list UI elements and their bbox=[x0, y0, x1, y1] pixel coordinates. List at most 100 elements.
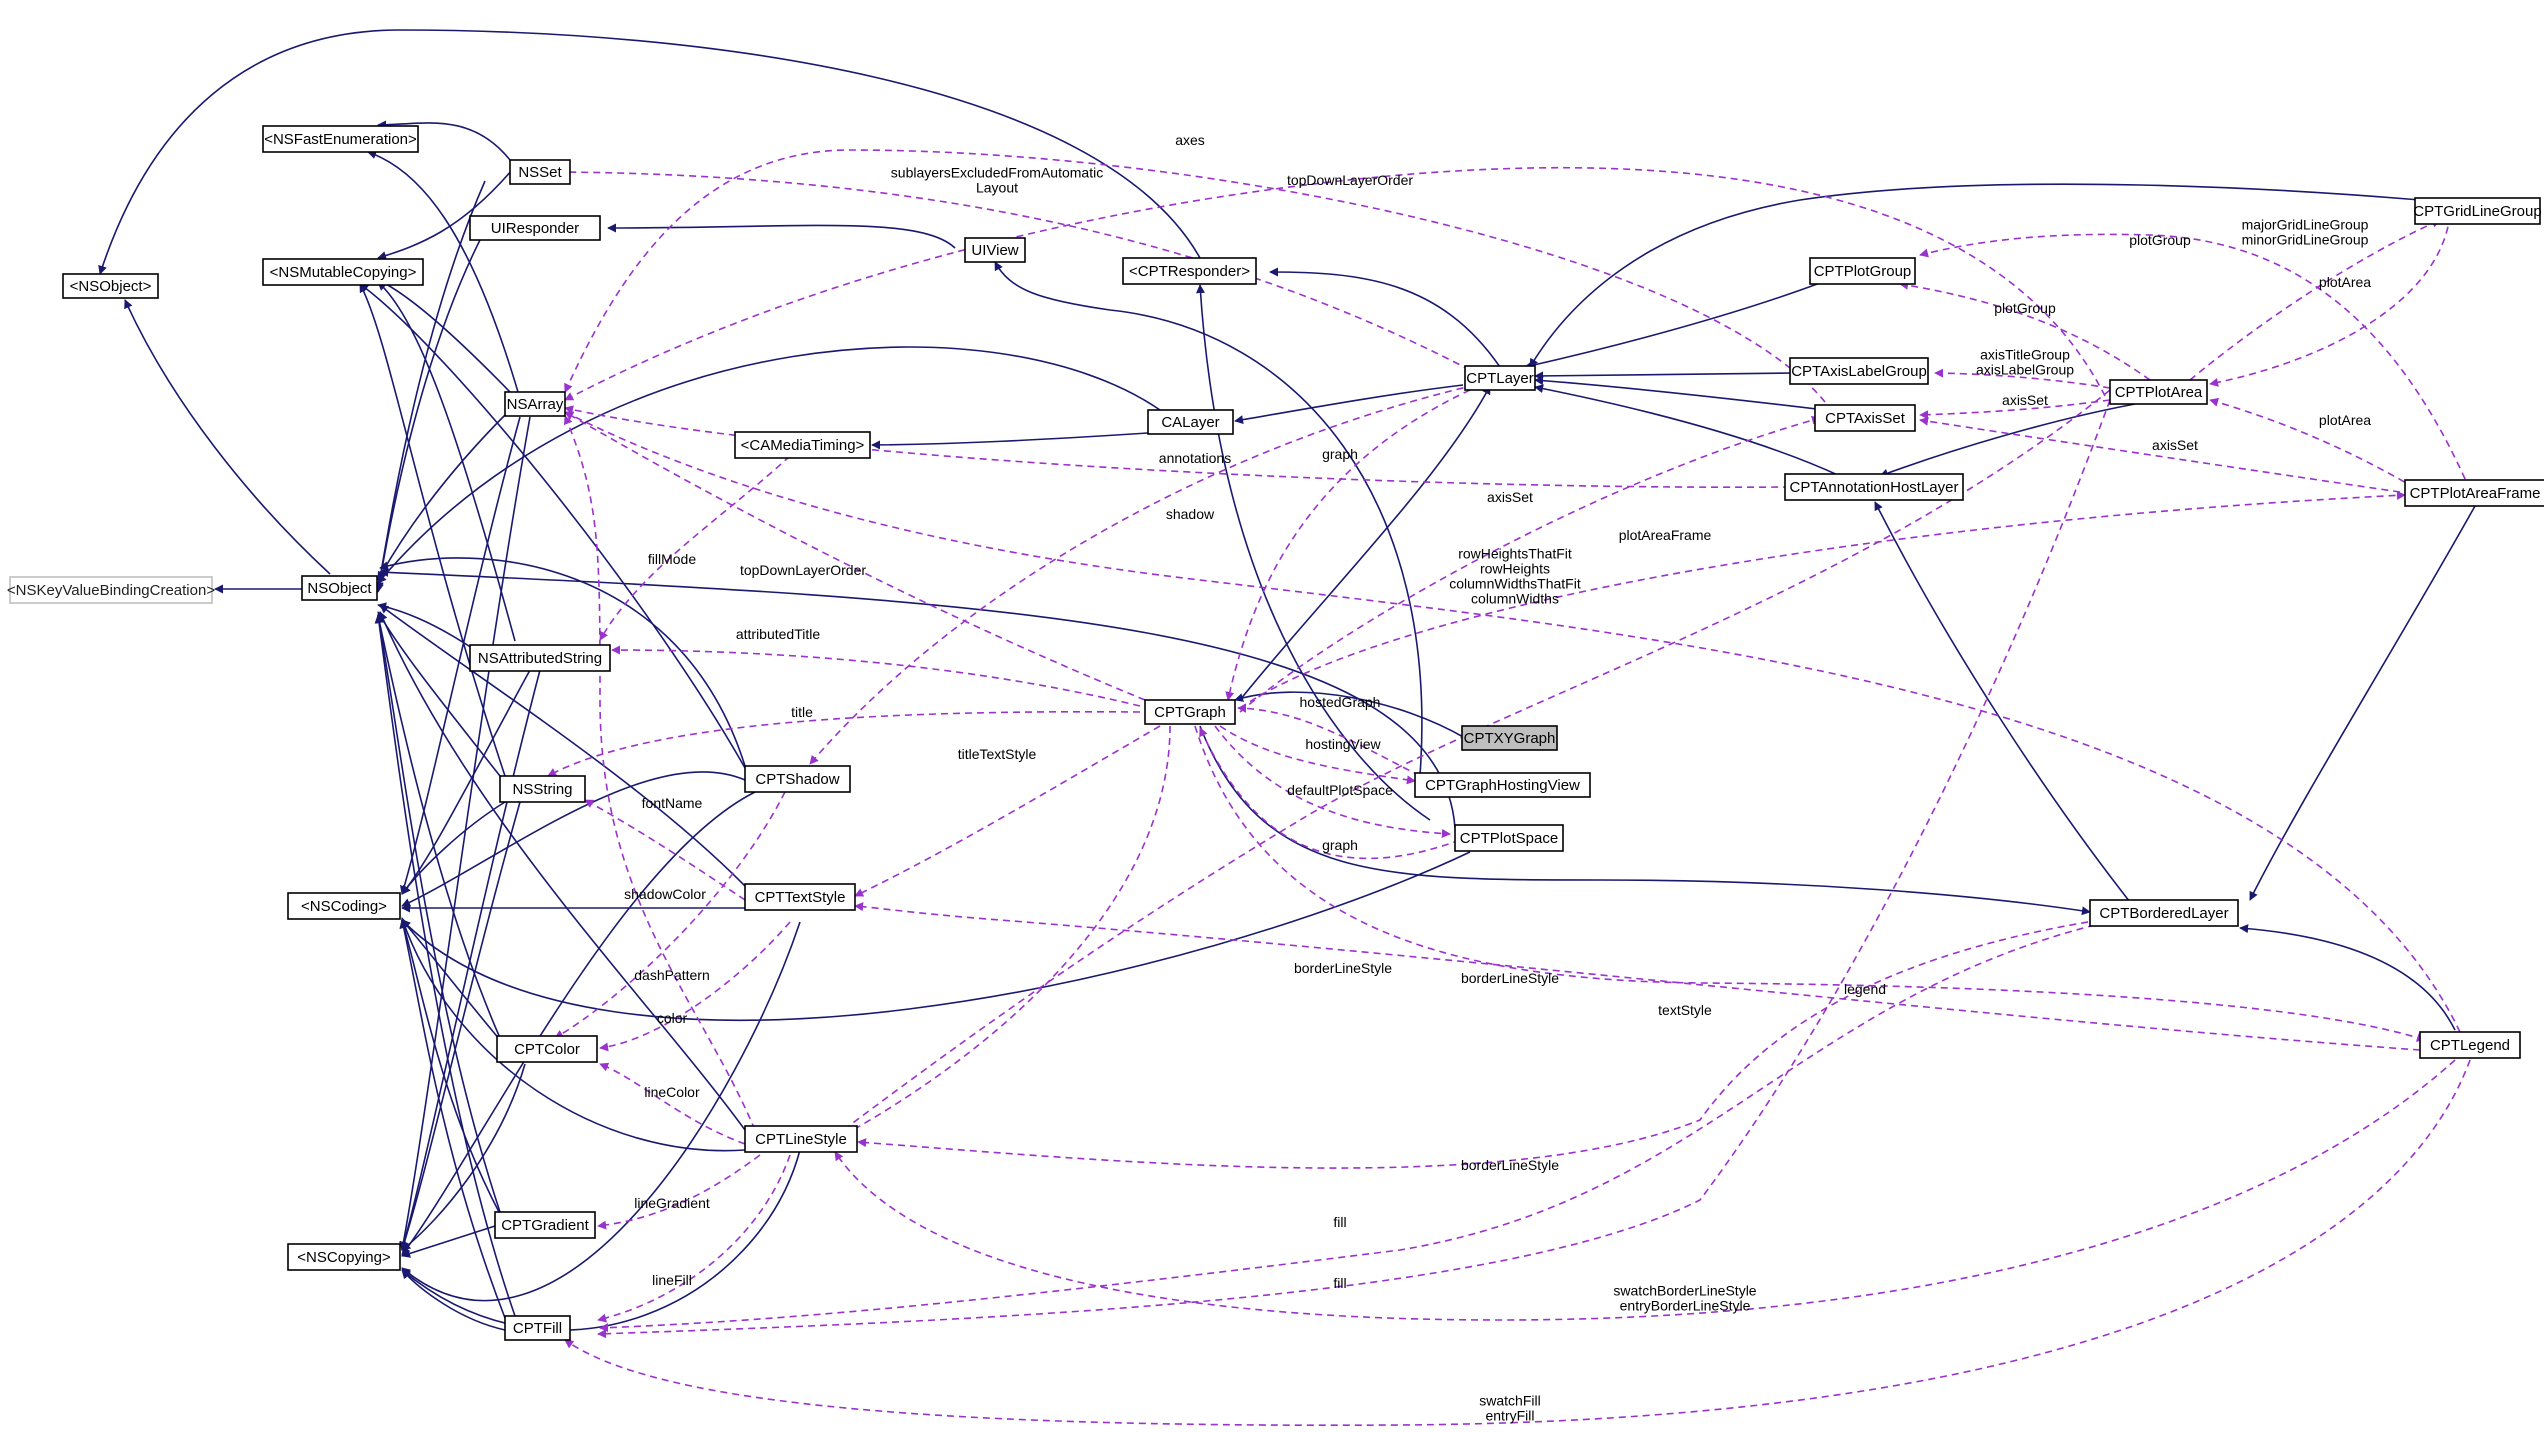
node-nscoding[interactable]: <NSCoding> bbox=[287, 892, 401, 920]
node-box bbox=[469, 644, 611, 672]
edge-label-attributedtitle: attributedTitle bbox=[736, 626, 821, 642]
node-label: CPTBorderedLayer bbox=[2099, 905, 2228, 922]
node-label: NSObject bbox=[307, 580, 372, 597]
node-cptannotationhostlayer[interactable]: CPTAnnotationHostLayer bbox=[1784, 473, 1964, 501]
edge-label-line: plotArea bbox=[2319, 274, 2371, 290]
node-label: <NSFastEnumeration> bbox=[264, 131, 417, 148]
node-label: CPTShadow bbox=[755, 771, 839, 788]
edge-label-plotgroup-1: plotGroup bbox=[2129, 232, 2191, 248]
node-label: <NSCoding> bbox=[301, 898, 387, 915]
node-nsarray[interactable]: NSArray bbox=[504, 391, 566, 417]
edge-major-minor-grid bbox=[2189, 219, 2441, 381]
edge-nsobject-to-nsobject-protocol bbox=[124, 299, 331, 575]
edge-label-shadowcolor: shadowColor bbox=[624, 886, 706, 902]
node-cptcolor[interactable]: CPTColor bbox=[496, 1035, 598, 1063]
edge-label-plotgroup-2: plotGroup bbox=[1994, 300, 2056, 316]
node-cptresponder[interactable]: <CPTResponder> bbox=[1122, 257, 1257, 285]
edge-nsset-to-nsfastenumeration bbox=[377, 120, 511, 161]
node-cptshadow[interactable]: CPTShadow bbox=[744, 765, 851, 793]
node-cptgridlinegroup[interactable]: CPTGridLineGroup bbox=[2413, 197, 2542, 225]
node-uiview[interactable]: UIView bbox=[964, 237, 1026, 263]
node-cptgraph[interactable]: CPTGraph bbox=[1144, 699, 1236, 725]
edge-label-line: swatchFill bbox=[1479, 1393, 1540, 1409]
node-uiresponder[interactable]: UIResponder bbox=[469, 215, 601, 241]
node-cptplotareaframe[interactable]: CPTPlotAreaFrame bbox=[2404, 479, 2544, 507]
node-cptaxislabelgroup[interactable]: CPTAxisLabelGroup bbox=[1789, 357, 1929, 385]
node-cptlinestyle[interactable]: CPTLineStyle bbox=[744, 1125, 858, 1153]
node-box bbox=[469, 215, 601, 241]
edge-cptgradient-to-nscoding bbox=[400, 919, 501, 1215]
edge-cptfill-to-nscoding bbox=[399, 919, 506, 1319]
node-nsfastenumeration[interactable]: <NSFastEnumeration> bbox=[262, 125, 419, 153]
edge-label-plotareaframe: plotAreaFrame bbox=[1619, 527, 1712, 543]
node-nsmutablecopying[interactable]: <NSMutableCopying> bbox=[262, 258, 424, 286]
edge-label-line: rowHeights bbox=[1480, 561, 1550, 577]
edge-label-line: plotAreaFrame bbox=[1619, 527, 1712, 543]
node-nsset[interactable]: NSSet bbox=[509, 159, 571, 185]
edge-label-graph-2: graph bbox=[1322, 837, 1358, 853]
edge-label-line: axisSet bbox=[2152, 437, 2198, 453]
node-label: CPTGradient bbox=[501, 1217, 589, 1234]
node-label: <NSMutableCopying> bbox=[270, 264, 417, 281]
node-nsobject-protocol[interactable]: <NSObject> bbox=[62, 273, 159, 299]
node-label: CPTPlotGroup bbox=[1814, 263, 1912, 280]
node-label: CPTAnnotationHostLayer bbox=[1790, 479, 1959, 496]
edge-label-line: fontName bbox=[642, 795, 703, 811]
node-nscopying[interactable]: <NSCopying> bbox=[287, 1243, 401, 1271]
edge-label-line: legend bbox=[1844, 981, 1886, 997]
edges-layer bbox=[98, 29, 2476, 1426]
edge-nsarray-to-nscoding bbox=[399, 416, 521, 895]
edge-graph-2 bbox=[1199, 727, 1461, 860]
edge-swatch-entry-border bbox=[834, 1059, 2456, 1321]
node-cptlayer[interactable]: CPTLayer bbox=[1464, 365, 1536, 391]
edge-label-color: color bbox=[657, 1010, 688, 1026]
edge-plotarea-2 bbox=[2209, 397, 2416, 489]
edge-label-line: graph bbox=[1322, 837, 1358, 853]
node-cptlegend[interactable]: CPTLegend bbox=[2419, 1031, 2521, 1059]
node-label: <CAMediaTiming> bbox=[741, 437, 865, 454]
node-nskeyvaluebindingcreation[interactable]: <NSKeyValueBindingCreation> bbox=[7, 576, 215, 604]
node-cptplotgroup[interactable]: CPTPlotGroup bbox=[1809, 257, 1916, 285]
node-cptgradient[interactable]: CPTGradient bbox=[494, 1211, 596, 1239]
edge-cptshadow-to-nsobject bbox=[379, 557, 746, 767]
node-cptplotarea[interactable]: CPTPlotArea bbox=[2109, 379, 2208, 405]
node-cptplotspace[interactable]: CPTPlotSpace bbox=[1454, 824, 1564, 852]
node-cptxygraph[interactable]: CPTXYGraph bbox=[1461, 725, 1558, 751]
node-box bbox=[62, 273, 159, 299]
edge-swatch-entry-fill bbox=[564, 1059, 2471, 1426]
edge-sublayers-excluded bbox=[559, 167, 1471, 371]
edge-cptshadow-to-nsmutablecopying bbox=[359, 283, 746, 769]
node-box bbox=[262, 125, 419, 153]
node-label: CPTGridLineGroup bbox=[2413, 203, 2541, 220]
edge-cptgridlinegroup-to-cptlayer bbox=[1529, 183, 2421, 368]
node-cptaxisset[interactable]: CPTAxisSet bbox=[1814, 404, 1916, 432]
node-cptfill[interactable]: CPTFill bbox=[504, 1315, 571, 1341]
edge-plotgroup-2 bbox=[1899, 280, 2151, 381]
node-nsattributedstring[interactable]: NSAttributedString bbox=[469, 644, 611, 672]
node-box bbox=[287, 892, 401, 920]
edge-label-line: axisTitleGroup bbox=[1980, 347, 2070, 363]
node-cptgraphhostingview[interactable]: CPTGraphHostingView bbox=[1414, 772, 1591, 798]
node-cptborderedlayer[interactable]: CPTBorderedLayer bbox=[2089, 899, 2239, 927]
node-nsstring[interactable]: NSString bbox=[499, 775, 586, 803]
edge-cpttextstyle-to-nscopying bbox=[401, 921, 801, 1302]
node-label: CPTLayer bbox=[1466, 370, 1534, 387]
node-label: CALayer bbox=[1161, 414, 1219, 431]
edge-cptplotspace-to-cptresponder bbox=[1196, 284, 1431, 821]
node-label: <CPTResponder> bbox=[1129, 263, 1250, 280]
node-label: CPTXYGraph bbox=[1464, 730, 1556, 747]
node-calayer[interactable]: CALayer bbox=[1147, 409, 1234, 435]
edge-title bbox=[547, 710, 1141, 777]
edge-label-line: lineColor bbox=[644, 1084, 700, 1100]
node-cpttextstyle[interactable]: CPTTextStyle bbox=[744, 883, 856, 911]
edge-cptlinestyle-to-nscoding bbox=[400, 917, 746, 1152]
node-box bbox=[1814, 404, 1916, 432]
edge-label-textstyle: textStyle bbox=[1658, 1002, 1712, 1018]
edge-label-line: sublayersExcludedFromAutomatic bbox=[891, 165, 1103, 181]
edge-label-line: Layout bbox=[976, 180, 1018, 196]
node-camediatiming[interactable]: <CAMediaTiming> bbox=[734, 431, 871, 459]
node-nsobject[interactable]: NSObject bbox=[301, 575, 378, 601]
